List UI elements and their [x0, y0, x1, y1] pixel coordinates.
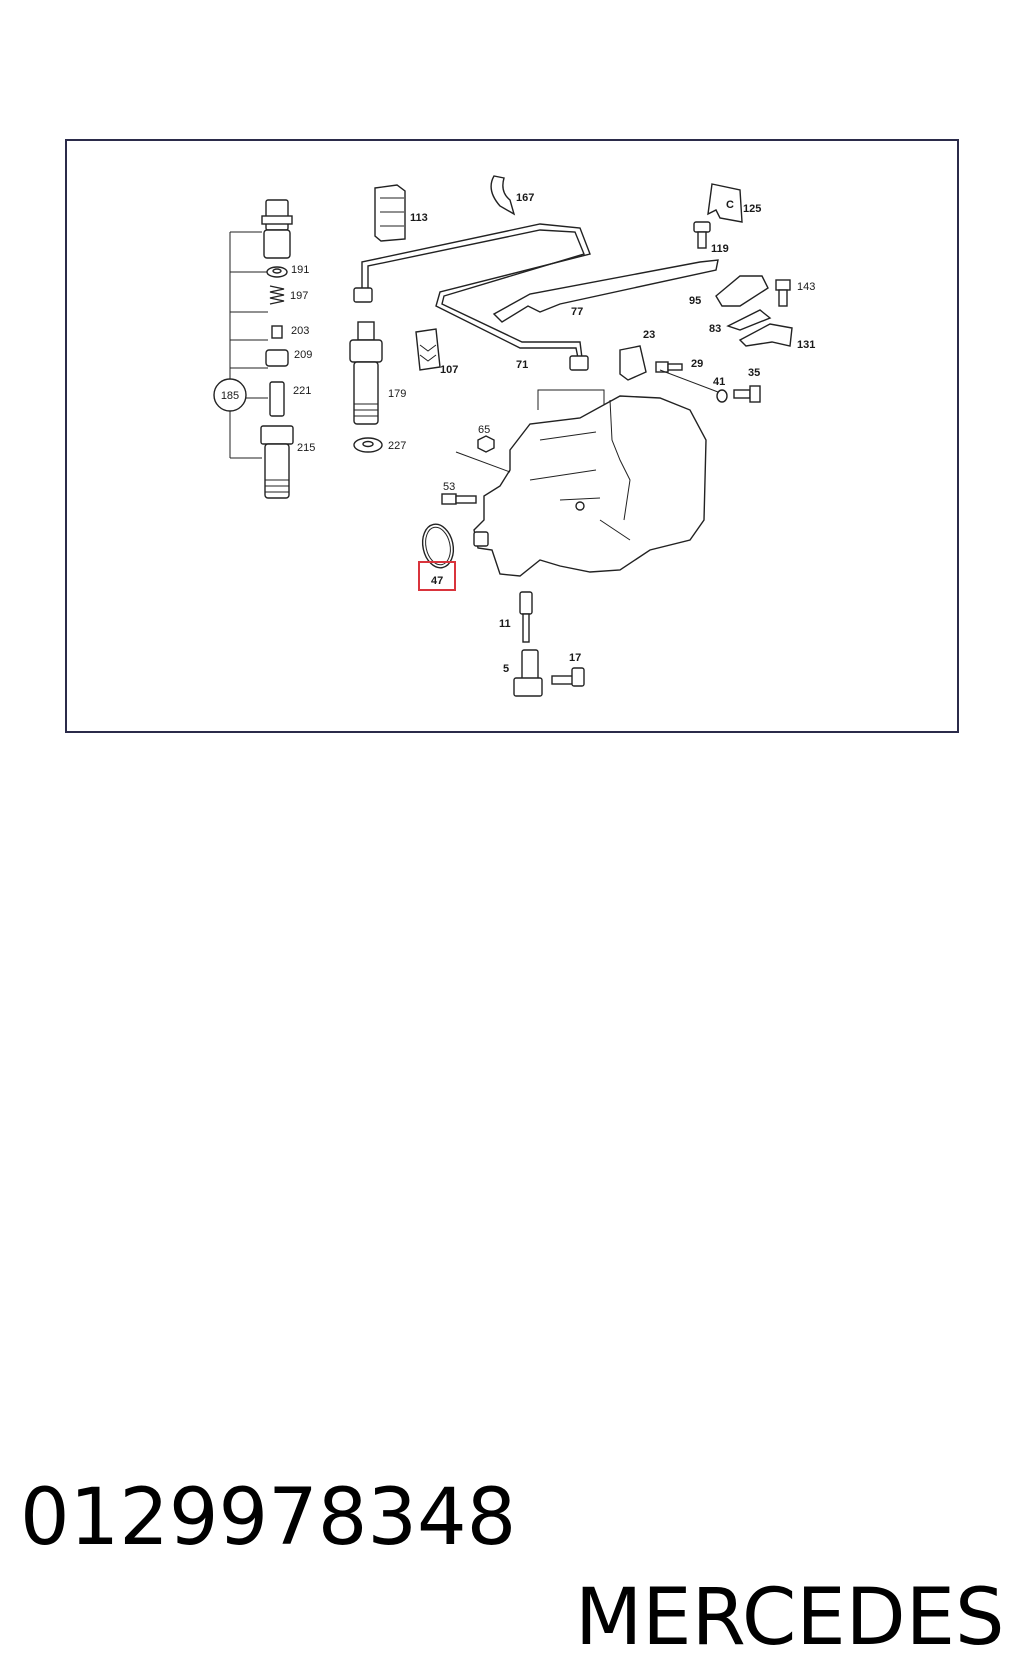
- clamp-113: [374, 184, 406, 242]
- callout-179: 179: [388, 388, 406, 400]
- callout-107: 107: [440, 364, 458, 376]
- bolt-17: [551, 667, 585, 687]
- bolt-53: [441, 493, 477, 505]
- injector-179: [349, 321, 383, 453]
- exploded-parts-diagram: C: [213, 175, 816, 697]
- callout-17: 17: [569, 652, 581, 664]
- callout-83: 83: [709, 323, 721, 335]
- callout-labels: 185 191 197 203 209 221 215 179 227 113 …: [221, 192, 816, 675]
- bracket-77: [492, 259, 719, 323]
- o-ring-47: [421, 523, 455, 569]
- callout-77: 77: [571, 306, 583, 318]
- callout-191: 191: [291, 264, 309, 276]
- bolt-35: [733, 385, 761, 403]
- callout-47: 47: [431, 575, 443, 587]
- callout-197: 197: [290, 290, 308, 302]
- caption: 0129978348 MERCEDES: [20, 1368, 1010, 1663]
- washer-41: [716, 389, 728, 403]
- callout-23: 23: [643, 329, 655, 341]
- diagram-frame: [65, 139, 959, 733]
- brand-name: MERCEDES: [575, 1573, 1005, 1663]
- callout-41: 41: [713, 376, 725, 388]
- callout-65: 65: [478, 424, 490, 436]
- fuel-lines-71: [353, 223, 591, 371]
- svg-text:C: C: [726, 199, 734, 211]
- callout-203: 203: [291, 325, 309, 337]
- fitting-5: [513, 649, 543, 697]
- injector-exploded-group: [213, 199, 294, 499]
- bolt-29: [655, 361, 719, 393]
- stud-11: [519, 591, 533, 643]
- callout-11: 11: [499, 618, 511, 630]
- callout-119: 119: [711, 243, 729, 255]
- callout-143: 143: [797, 281, 815, 293]
- callout-29: 29: [691, 358, 703, 370]
- callout-215: 215: [297, 442, 315, 454]
- callout-167: 167: [516, 192, 534, 204]
- callout-221: 221: [293, 385, 311, 397]
- clip-107: [415, 328, 441, 371]
- callout-131: 131: [797, 339, 815, 351]
- callout-185: 185: [221, 390, 239, 402]
- bracket-23: [619, 345, 647, 381]
- callout-95: 95: [689, 295, 701, 307]
- callout-5: 5: [503, 663, 509, 675]
- bracket-125: C: [707, 183, 743, 223]
- nut-65: [455, 435, 511, 473]
- callout-209: 209: [294, 349, 312, 361]
- highlight-box-47: [418, 561, 456, 591]
- callout-71: 71: [516, 359, 528, 371]
- callout-53: 53: [443, 481, 455, 493]
- callout-113: 113: [410, 212, 428, 224]
- part-number: 0129978348: [20, 1473, 517, 1563]
- clips-95-83-131: [715, 275, 793, 347]
- callout-227: 227: [388, 440, 406, 452]
- callout-125: 125: [743, 203, 761, 215]
- bolt-119: [693, 221, 711, 249]
- clip-167: [490, 175, 516, 216]
- callout-35: 35: [748, 367, 760, 379]
- injection-pump: [473, 389, 707, 577]
